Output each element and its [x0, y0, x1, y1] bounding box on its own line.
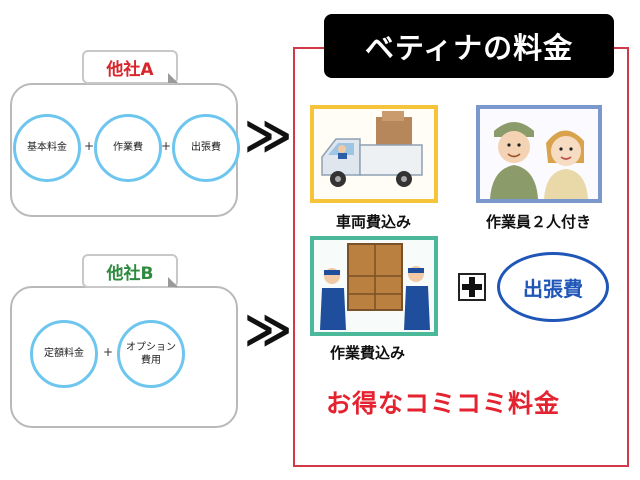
plus-sign: + [84, 139, 95, 153]
labor-fee-circle: 作業費 [94, 114, 162, 182]
two-workers-caption: 作業員２人付き [486, 213, 592, 231]
competitor-b-label: 他社B [106, 263, 154, 284]
travel-fee-oval: 出張費 [497, 252, 609, 322]
arrow-right-icon: ≫ [244, 302, 292, 356]
workers-icon [490, 122, 588, 199]
competitor-a-tag: 他社A [82, 50, 178, 84]
vehicle-fee-caption: 車両費込み [336, 213, 412, 231]
competitor-a-label: 他社A [106, 59, 154, 80]
workers-photo [476, 105, 602, 203]
tag-fold-a [168, 73, 178, 83]
movers-photo [310, 236, 438, 336]
bettina-title-box: ベティナの料金 [324, 14, 614, 78]
bettina-title: ベティナの料金 [364, 31, 574, 65]
truck-photo [310, 105, 438, 203]
arrow-right-icon: ≫ [244, 108, 292, 162]
plus-icon [462, 277, 482, 297]
labor-fee-caption: 作業費込み [330, 344, 406, 362]
plus-sign: + [103, 345, 114, 359]
basic-fee-circle: 基本料金 [13, 114, 81, 182]
movers-furniture-icon [320, 243, 430, 330]
competitor-b-tag: 他社B [82, 254, 178, 288]
flat-fee-circle: 定額料金 [30, 320, 98, 388]
travel-fee-label: 出張費 [523, 276, 583, 301]
travel-fee-circle: 出張費 [172, 114, 240, 182]
plus-sign: + [161, 139, 172, 153]
tag-fold-b [168, 277, 178, 287]
option-fee-circle: オプション 費用 [117, 320, 185, 388]
all-inclusive-slogan: お得なコミコミ料金 [326, 389, 561, 418]
truck-icon [321, 111, 423, 187]
plus-symbol: + [458, 273, 486, 301]
